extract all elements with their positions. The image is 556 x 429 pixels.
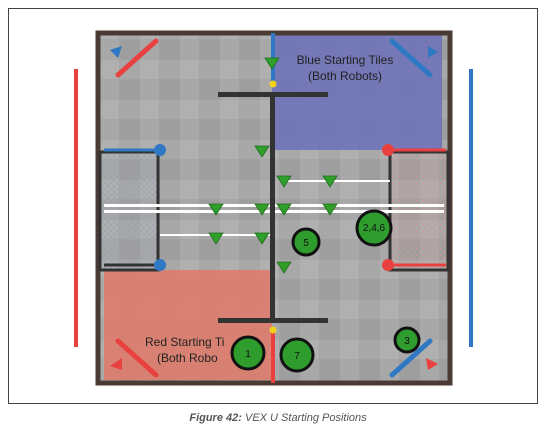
top-barrier: [218, 92, 328, 97]
bottom-barrier: [218, 318, 328, 323]
triball: [254, 203, 270, 216]
triball: [264, 57, 280, 70]
center-marker-top: [269, 80, 277, 88]
goal-post: [154, 259, 166, 271]
corner-triball: [110, 46, 122, 58]
start-marker: [355, 209, 393, 247]
figure-caption: Figure 42: VEX U Starting Positions: [0, 412, 556, 424]
triball: [254, 145, 270, 158]
triball: [254, 232, 270, 245]
corner-bar-bottom-left: [115, 338, 159, 378]
start-marker: [230, 335, 266, 371]
start-position-label: 3: [404, 336, 410, 347]
triball: [208, 232, 224, 245]
blue-side-barrier: [469, 69, 473, 347]
start-position-label: 1: [245, 349, 251, 360]
corner-triball: [110, 358, 122, 370]
field-line: [282, 180, 390, 182]
corner-bar-top-left: [115, 38, 159, 78]
corner-triball: [426, 358, 438, 370]
start-position-label: 5: [303, 238, 309, 249]
corner-bar-bottom-right: [389, 338, 433, 378]
start-position-7: 7: [279, 337, 315, 373]
goal-post: [154, 144, 166, 156]
start-position-3: 3: [393, 326, 421, 354]
start-position-label: 7: [294, 351, 300, 362]
triball: [276, 203, 292, 216]
start-position-label: 2,4,6: [363, 223, 386, 234]
triballs: [208, 57, 338, 274]
red-side-barrier: [74, 69, 78, 347]
blue-zone-subtitle: (Both Robots): [308, 69, 382, 83]
triball: [276, 175, 292, 188]
corner-triball: [428, 46, 438, 58]
triball: [322, 175, 338, 188]
triball: [276, 261, 292, 274]
corner-bar-top-right: [389, 38, 433, 78]
center-marker-bottom: [269, 326, 277, 334]
start-marker: [291, 227, 321, 257]
start-position-1: 1: [230, 335, 266, 371]
goal-post: [382, 259, 394, 271]
start-marker: [393, 326, 421, 354]
triball: [208, 203, 224, 216]
center-barrier: [270, 96, 275, 320]
red-zone-subtitle: (Both Robo: [157, 351, 218, 365]
triball: [322, 203, 338, 216]
start-marker: [279, 337, 315, 373]
caption-text: VEX U Starting Positions: [244, 412, 367, 424]
goal-post: [382, 144, 394, 156]
caption-figure-number: Figure 42:: [189, 412, 242, 424]
red-zone-title: Red Starting Ti: [145, 335, 224, 349]
start-position-5: 5: [291, 227, 321, 257]
red-center-line: [271, 333, 275, 383]
start-position-2-4-6: 2,4,6: [355, 209, 393, 247]
blue-zone-title: Blue Starting Tiles: [297, 53, 394, 67]
